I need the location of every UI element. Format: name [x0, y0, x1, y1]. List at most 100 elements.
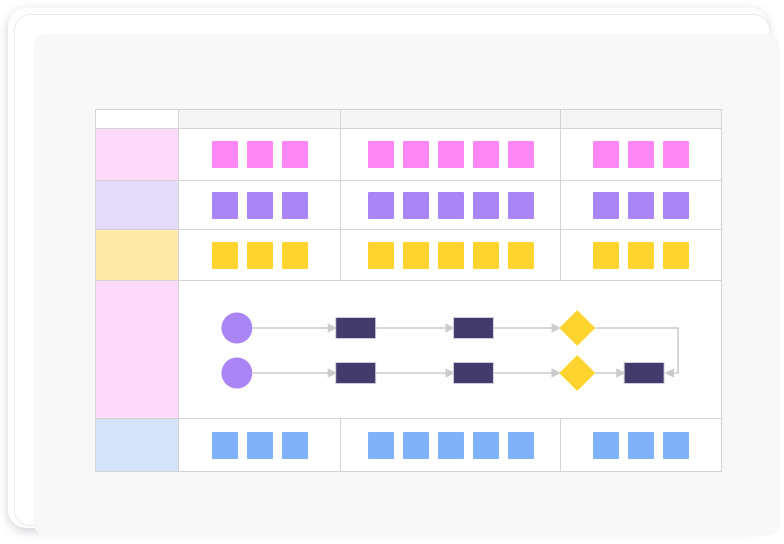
column-header-c[interactable] — [560, 109, 722, 129]
window-frame — [14, 14, 780, 536]
block-item[interactable] — [211, 191, 238, 219]
table-row — [95, 128, 722, 181]
block-item[interactable] — [402, 431, 429, 459]
track-cell[interactable] — [340, 180, 561, 230]
block-item[interactable] — [246, 191, 273, 219]
column-header-a[interactable] — [178, 109, 341, 129]
block-item[interactable] — [281, 241, 308, 269]
window-canvas — [34, 34, 780, 536]
task-node-4[interactable] — [452, 362, 494, 384]
block-cluster — [179, 181, 340, 229]
track-cell[interactable] — [178, 180, 341, 230]
block-item[interactable] — [507, 191, 534, 219]
matrix-table — [95, 109, 722, 472]
block-item[interactable] — [663, 241, 689, 269]
block-item[interactable] — [593, 191, 619, 219]
table-row — [95, 418, 722, 472]
block-item[interactable] — [367, 191, 394, 219]
end-task-node[interactable] — [623, 362, 665, 384]
start-node[interactable] — [221, 312, 253, 344]
table-corner-cell — [95, 109, 179, 129]
block-cluster — [179, 419, 340, 471]
row-label-row-blue[interactable] — [95, 418, 179, 472]
block-item[interactable] — [402, 241, 429, 269]
track-cell[interactable] — [178, 229, 341, 281]
track-cell[interactable] — [340, 229, 561, 281]
block-item[interactable] — [281, 431, 308, 459]
block-item[interactable] — [246, 141, 273, 168]
block-item[interactable] — [507, 241, 534, 269]
block-cluster — [561, 419, 721, 471]
block-item[interactable] — [367, 141, 394, 168]
block-item[interactable] — [593, 141, 619, 168]
flow-diagram-cell — [178, 280, 722, 419]
block-item[interactable] — [628, 141, 654, 168]
track-cell[interactable] — [178, 418, 341, 472]
block-cluster — [561, 230, 721, 280]
row-label-row-pink[interactable] — [95, 128, 179, 181]
block-item[interactable] — [472, 431, 499, 459]
task-node-3[interactable] — [335, 362, 377, 384]
block-cluster — [341, 129, 560, 180]
block-cluster — [561, 129, 721, 180]
block-item[interactable] — [472, 191, 499, 219]
block-item[interactable] — [437, 191, 464, 219]
table-header — [95, 109, 722, 129]
block-item[interactable] — [246, 431, 273, 459]
block-item[interactable] — [402, 191, 429, 219]
block-item[interactable] — [628, 431, 654, 459]
block-item[interactable] — [211, 141, 238, 168]
block-item[interactable] — [472, 141, 499, 168]
block-item[interactable] — [663, 191, 689, 219]
track-cell[interactable] — [560, 128, 722, 181]
loopback-connector — [595, 327, 679, 378]
block-item[interactable] — [246, 241, 273, 269]
flow-diagram-canvas — [179, 281, 721, 418]
block-item[interactable] — [211, 241, 238, 269]
block-item[interactable] — [437, 141, 464, 168]
block-cluster — [179, 129, 340, 180]
decision-node-2[interactable] — [559, 355, 596, 391]
block-item[interactable] — [367, 241, 394, 269]
block-item[interactable] — [437, 241, 464, 269]
block-item[interactable] — [663, 141, 689, 168]
block-item[interactable] — [367, 431, 394, 459]
block-item[interactable] — [472, 241, 499, 269]
track-cell[interactable] — [560, 180, 722, 230]
block-item[interactable] — [507, 431, 534, 459]
block-item[interactable] — [663, 431, 689, 459]
block-item[interactable] — [593, 431, 619, 459]
column-header-b[interactable] — [340, 109, 561, 129]
block-item[interactable] — [281, 191, 308, 219]
table-row — [95, 180, 722, 230]
start-node[interactable] — [221, 357, 253, 389]
block-item[interactable] — [628, 241, 654, 269]
block-item[interactable] — [507, 141, 534, 168]
task-node-2[interactable] — [452, 317, 494, 339]
row-label-row-flow[interactable] — [95, 280, 179, 419]
table-body — [95, 128, 722, 472]
block-cluster — [341, 181, 560, 229]
block-item[interactable] — [402, 141, 429, 168]
table-header-row — [95, 109, 722, 129]
block-item[interactable] — [628, 191, 654, 219]
block-cluster — [341, 419, 560, 471]
table-row — [95, 280, 722, 419]
track-cell[interactable] — [560, 229, 722, 281]
decision-node-1[interactable] — [559, 310, 596, 346]
row-label-row-yellow[interactable] — [95, 229, 179, 281]
track-cell[interactable] — [340, 418, 561, 472]
block-item[interactable] — [281, 141, 308, 168]
block-item[interactable] — [211, 431, 238, 459]
track-cell[interactable] — [178, 128, 341, 181]
row-label-row-purple[interactable] — [95, 180, 179, 230]
flow-diagram-svg — [221, 310, 679, 391]
track-cell[interactable] — [560, 418, 722, 472]
block-cluster — [341, 230, 560, 280]
block-cluster — [179, 230, 340, 280]
track-cell[interactable] — [340, 128, 561, 181]
block-item[interactable] — [593, 241, 619, 269]
block-item[interactable] — [437, 431, 464, 459]
task-node-1[interactable] — [335, 317, 377, 339]
